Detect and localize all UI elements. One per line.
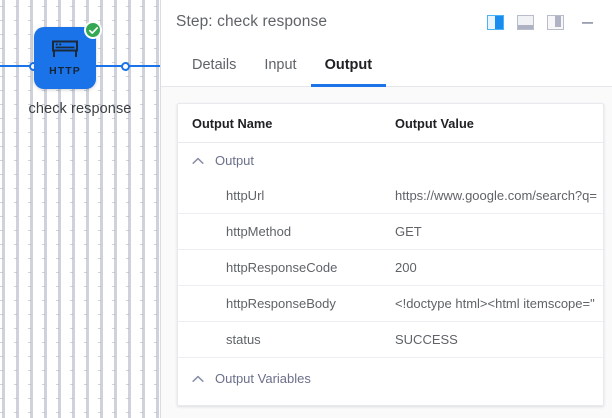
tab-input[interactable]: Input — [264, 57, 297, 73]
output-name-cell: foo — [178, 396, 391, 405]
table-header-row: Output Name Output Value — [178, 104, 603, 143]
output-value-cell: 200 — [391, 396, 603, 405]
table-row[interactable]: httpUrl https://www.google.com/search?q= — [178, 178, 603, 214]
output-name-cell: httpResponseCode — [178, 249, 391, 286]
group-row-output[interactable]: Output — [178, 143, 603, 179]
workflow-node-http[interactable]: HTTP — [34, 27, 96, 89]
column-header-output-name: Output Name — [178, 104, 391, 143]
table-row[interactable]: httpResponseCode 200 — [178, 249, 603, 286]
step-details-panel: Step: check response — [160, 0, 612, 418]
chevron-up-icon — [192, 373, 204, 385]
table-row[interactable]: httpMethod GET — [178, 213, 603, 250]
output-name-cell: status — [178, 321, 391, 358]
output-value-cell: GET — [391, 213, 603, 250]
check-circle-icon — [84, 21, 102, 39]
output-table: Output Name Output Value — [178, 104, 603, 405]
chevron-up-icon — [192, 155, 204, 167]
http-browser-icon — [52, 40, 78, 57]
panel-header: Step: check response — [160, 0, 612, 44]
panel-tabs: Details Input Output — [160, 44, 612, 87]
output-value-cell: <!doctype html><html itemscope=" — [391, 285, 603, 322]
node-output-port[interactable] — [121, 62, 130, 71]
panel-title: Step: check response — [176, 13, 328, 30]
output-name-cell: httpMethod — [178, 213, 391, 250]
node-name-label: check response — [28, 101, 132, 117]
panel-body: Output Name Output Value — [160, 87, 612, 418]
output-value-cell: SUCCESS — [391, 321, 603, 358]
right-panel-layout-icon[interactable] — [546, 14, 565, 31]
node-type-label: HTTP — [49, 64, 81, 77]
tab-details[interactable]: Details — [192, 57, 237, 73]
output-name-cell: httpUrl — [178, 178, 391, 214]
panel-divider[interactable] — [160, 0, 161, 418]
group-row-output-variables[interactable]: Output Variables — [178, 358, 603, 397]
output-value-cell: 200 — [391, 249, 603, 286]
panel-header-actions — [486, 14, 596, 31]
group-label: Output — [215, 153, 255, 168]
output-name-cell: httpResponseBody — [178, 285, 391, 322]
workflow-canvas[interactable]: HTTP check response — [0, 0, 160, 418]
table-row[interactable]: status SUCCESS — [178, 321, 603, 358]
minimize-icon[interactable] — [578, 14, 596, 31]
group-label: Output Variables — [215, 371, 311, 386]
tab-output[interactable]: Output — [310, 44, 387, 87]
split-panel-layout-icon[interactable] — [486, 14, 505, 31]
table-row[interactable]: httpResponseBody <!doctype html><html it… — [178, 285, 603, 322]
output-table-card: Output Name Output Value — [177, 103, 604, 406]
table-row[interactable]: foo 200 — [178, 396, 603, 405]
output-value-cell: https://www.google.com/search?q= — [391, 178, 603, 214]
group-cell: Output — [178, 143, 603, 179]
group-cell: Output Variables — [178, 358, 603, 397]
column-header-output-value: Output Value — [391, 104, 603, 143]
bottom-panel-layout-icon[interactable] — [516, 14, 535, 31]
